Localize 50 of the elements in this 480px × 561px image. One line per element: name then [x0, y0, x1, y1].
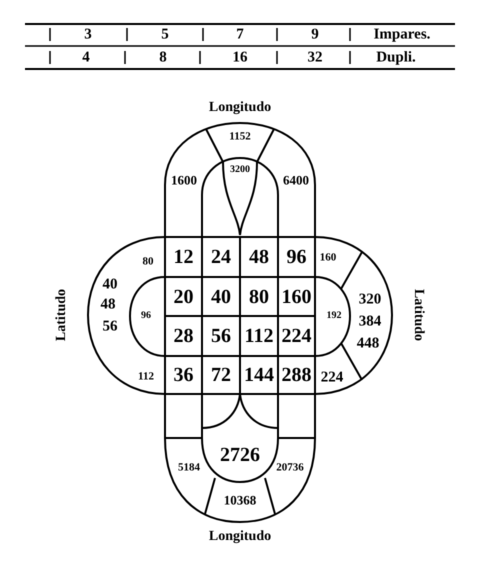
- row-label: Impares.: [374, 28, 430, 42]
- arc-number: 56: [102, 320, 118, 334]
- arc-number: 112: [138, 372, 154, 382]
- grid-number: 56: [211, 326, 231, 346]
- arc-number: 5184: [178, 462, 200, 474]
- grid-number: 160: [282, 286, 312, 306]
- grid-number: 28: [174, 326, 194, 346]
- arc-number: 1600: [171, 174, 197, 186]
- axis-label: Latitudo: [55, 288, 69, 342]
- arc-number: 48: [100, 298, 116, 312]
- grid-number: 144: [244, 365, 274, 385]
- arc-number: 448: [356, 336, 380, 352]
- grid-number: 288: [282, 365, 312, 385]
- arc-number: 20736: [276, 462, 304, 474]
- arc-number: 96: [141, 311, 151, 321]
- arc-number: 320: [358, 292, 382, 308]
- table-number: 3: [84, 28, 92, 42]
- table-number: 9: [311, 28, 319, 42]
- arc-number: 40: [102, 278, 118, 292]
- arc-number: 10368: [224, 494, 256, 506]
- arc-number: 6400: [283, 174, 309, 186]
- grid-number: 72: [211, 365, 231, 385]
- grid-number: 80: [249, 286, 269, 306]
- arc-number: 224: [320, 370, 344, 386]
- arc-number: 3200: [230, 165, 250, 175]
- axis-label: Latitudo: [411, 288, 425, 342]
- grid-number: 48: [249, 247, 269, 267]
- table-number: 5: [161, 28, 169, 42]
- axis-label: Longitudo: [208, 101, 272, 115]
- table-number: 4: [82, 50, 90, 66]
- grid-number: 224: [282, 326, 312, 346]
- arc-number: 160: [320, 252, 336, 264]
- grid-number: 40: [211, 286, 231, 306]
- row-label: Dupli.: [376, 50, 416, 66]
- arc-number: 80: [142, 256, 154, 268]
- table-number: 32: [308, 50, 322, 66]
- grid-number: 96: [286, 247, 306, 267]
- table-number: 7: [236, 28, 244, 42]
- axis-label: Longitudo: [208, 530, 272, 544]
- grid-number: 36: [174, 365, 194, 385]
- arc-number: 1152: [229, 132, 251, 142]
- grid-number: 12: [174, 247, 194, 267]
- grid-number: 24: [211, 247, 231, 267]
- table-number: 16: [232, 50, 248, 66]
- table-number: 8: [159, 50, 167, 66]
- grid-number: 2726: [220, 445, 260, 465]
- grid-number: 112: [244, 326, 274, 346]
- arc-number: 192: [326, 311, 342, 321]
- arc-number: 384: [358, 314, 382, 330]
- grid-number: 20: [174, 286, 194, 306]
